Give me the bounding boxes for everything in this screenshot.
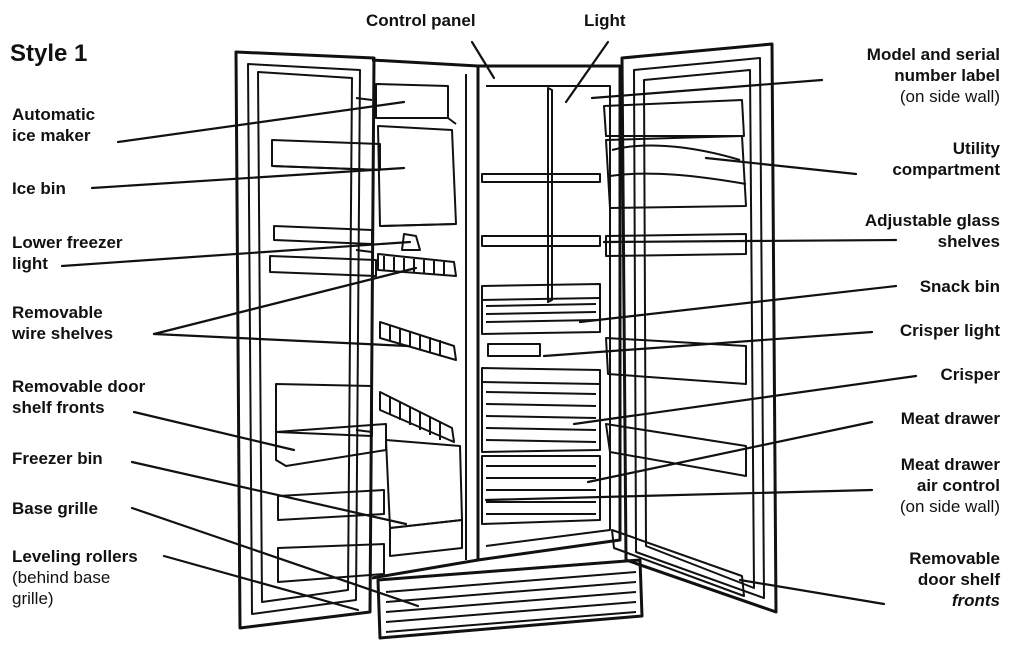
leader-wire-shelf-2 [152,332,410,348]
label-adjustable-glass-shelves: Adjustable glass shelves [864,211,1000,251]
base-grille [376,558,644,640]
label-snack-bin: Snack bin [919,277,1000,296]
leader-freezer-bin [130,460,408,526]
leader-model-serial [590,78,824,100]
diagram-title: Style 1 [10,40,88,67]
label-freezer-bin: Freezer bin [12,449,103,468]
label-removable-door-shelf-fronts-left: Removable door shelf fronts [12,377,146,417]
label-removable-door-shelf-fronts-right: Removable door shelf fronts [909,549,1000,610]
label-meat-drawer: Meat drawer [900,409,1000,428]
label-crisper-light: Crisper light [899,321,1000,340]
leader-door-shelf-fronts-right [738,578,886,606]
label-leveling-rollers: Leveling rollers (behind base grille) [12,547,138,608]
label-ice-bin: Ice bin [12,179,66,198]
label-control-panel: Control panel [366,11,476,30]
leader-crisper-light [542,330,874,358]
leader-leveling-rollers [162,554,360,612]
leader-control-panel [470,40,496,80]
leader-door-shelf-fronts-left [132,410,296,452]
leader-ice-bin [90,166,406,190]
fresh-food-door [603,42,778,614]
label-model-serial-number: Model and serial number label (on side w… [866,45,1000,106]
label-light: Light [584,11,626,30]
freezer-compartment [371,58,480,580]
leader-base-grille [130,506,420,608]
leader-glass-shelves [602,238,898,244]
label-base-grille: Base grille [12,499,98,518]
leader-meat-drawer-air-control [484,488,874,502]
leader-snack-bin [578,284,898,324]
label-removable-wire-shelves: Removable wire shelves [12,303,114,343]
label-lower-freezer-light: Lower freezer light [12,233,123,273]
leader-wire-shelf-1 [152,266,418,336]
leader-utility-compartment [704,156,858,176]
fresh-food-compartment [477,64,622,562]
leader-light [564,40,610,104]
label-automatic-ice-maker: Automatic ice maker [12,105,96,145]
leader-crisper [572,374,918,426]
leader-lower-freezer-light [60,240,412,268]
label-meat-drawer-air-control: Meat drawer air control (on side wall) [899,455,1000,516]
leader-meat-drawer [586,420,874,484]
leader-ice-maker [116,100,406,144]
label-utility-compartment: Utility compartment [892,139,1000,179]
label-crisper: Crisper [940,365,1000,384]
